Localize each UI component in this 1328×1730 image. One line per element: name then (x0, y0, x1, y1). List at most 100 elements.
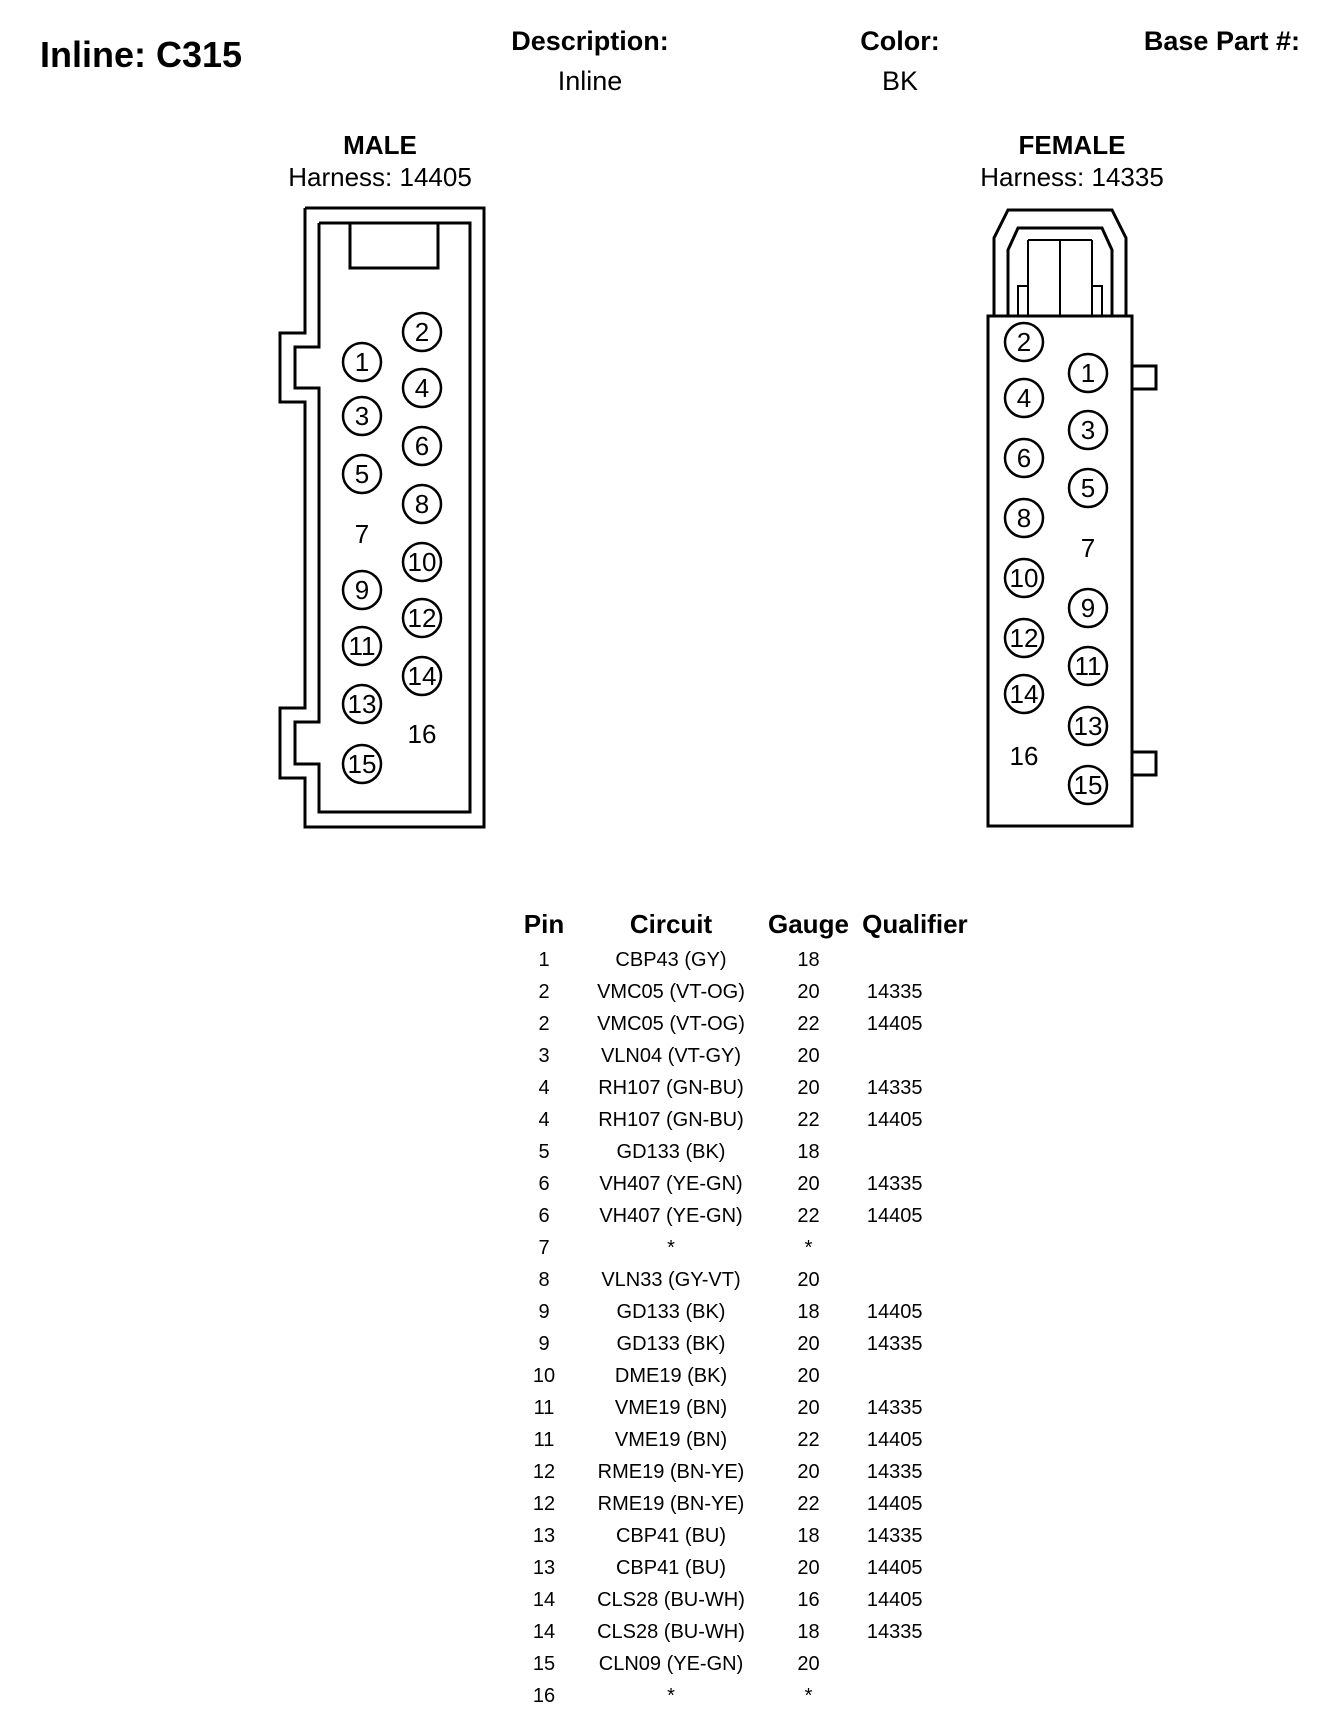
circuit-cell: DME19 (BK) (614, 1364, 728, 1387)
circuit-cell: VH407 (YE-GN) (599, 1172, 743, 1195)
male-pin-4: 4 (415, 373, 429, 403)
connector-title: Inline: C315 (40, 34, 243, 75)
table-row: 4 RH107 (GN-BU) 20 14335 (510, 1072, 977, 1104)
male-pin-15-circle (341, 743, 383, 785)
pin-cell: 8 (538, 1268, 550, 1291)
pin-cell: 14 (532, 1588, 556, 1611)
pin-header: Pin (523, 908, 565, 939)
qualifier-cell: 14335 (866, 1396, 923, 1419)
gauge-cell: 20 (797, 1044, 820, 1067)
qualifier-cell: 14405 (866, 1588, 923, 1611)
gauge-cell: 20 (797, 1172, 820, 1195)
color-value: BK (881, 66, 919, 96)
female-pin-6: 6 (1017, 443, 1031, 473)
color-label: Color: (860, 26, 940, 56)
gauge-header: Gauge (768, 908, 849, 939)
pin-cell: 11 (533, 1396, 555, 1419)
male-pin-8: 8 (415, 489, 429, 519)
female-connector-body (986, 208, 1158, 828)
male-pin-11: 11 (349, 631, 376, 661)
male-pin-16: 16 (408, 719, 437, 749)
female-pin-16: 16 (1010, 741, 1039, 771)
qualifier-cell (853, 1360, 977, 1392)
male-pin-10-circle (401, 541, 443, 583)
pin-cell: 3 (538, 1044, 550, 1067)
gauge-cell: 22 (797, 1108, 820, 1131)
circuit-cell: CLN09 (YE-GN) (598, 1652, 744, 1675)
male-pin-9-circle (341, 569, 383, 611)
gauge-cell: * (804, 1236, 813, 1259)
female-pin-11-circle (1067, 645, 1109, 687)
female-pin-9: 9 (1081, 593, 1095, 623)
male-pin-11-circle (341, 625, 383, 667)
male-pin-3-circle (341, 395, 383, 437)
female-pin-14: 14 (1010, 679, 1039, 709)
pin-cell: 14 (532, 1620, 556, 1643)
description-label: Description: (511, 26, 669, 56)
gauge-cell: 18 (797, 1620, 820, 1643)
pin-cell: 4 (538, 1076, 550, 1099)
female-pin-15: 15 (1074, 770, 1103, 800)
pin-cell: 11 (533, 1428, 555, 1451)
qualifier-cell: 14335 (866, 1076, 923, 1099)
gauge-cell: 20 (797, 1556, 820, 1579)
table-row: 6 VH407 (YE-GN) 20 14335 (510, 1168, 977, 1200)
qualifier-cell: 14405 (866, 1108, 923, 1131)
male-pin-8-circle (401, 483, 443, 525)
pin-cell: 5 (538, 1140, 550, 1163)
female-pin-6-circle (1003, 437, 1045, 479)
pin-cell: 12 (532, 1460, 556, 1483)
gauge-cell: 18 (797, 1300, 820, 1323)
female-pin-4: 4 (1017, 383, 1031, 413)
gauge-cell: 20 (797, 1076, 820, 1099)
qualifier-header: Qualifier (862, 908, 968, 939)
circuit-cell: CBP43 (GY) (615, 948, 727, 971)
qualifier-cell (853, 1232, 977, 1264)
circuit-cell: VMC05 (VT-OG) (597, 980, 745, 1003)
pin-cell: 6 (538, 1172, 550, 1195)
gauge-cell: 22 (797, 1492, 820, 1515)
female-title: FEMALE (1018, 130, 1126, 160)
pin-cell: 13 (532, 1556, 556, 1579)
female-pin-9-circle (1067, 587, 1109, 629)
circuit-cell: CLS28 (BU-WH) (597, 1588, 745, 1611)
male-pin-13-circle (341, 683, 383, 725)
qualifier-cell: 14335 (866, 1172, 923, 1195)
male-pin-2: 2 (415, 317, 429, 347)
pin-cell: 9 (538, 1300, 550, 1323)
gauge-cell: 18 (797, 948, 820, 971)
female-pin-8: 8 (1017, 503, 1031, 533)
circuit-cell: CBP41 (BU) (615, 1524, 727, 1547)
female-pin-15-circle (1067, 764, 1109, 806)
circuit-cell: VLN33 (GY-VT) (601, 1268, 741, 1291)
gauge-cell: 22 (797, 1204, 820, 1227)
qualifier-cell: 14405 (866, 1556, 923, 1579)
female-pin-12-circle (1003, 617, 1045, 659)
qualifier-cell: 14335 (866, 1620, 923, 1643)
circuit-cell: VMC05 (VT-OG) (597, 1012, 745, 1035)
circuit-cell: VME19 (BN) (614, 1396, 728, 1419)
gauge-cell: 22 (797, 1012, 820, 1035)
circuit-cell: VH407 (YE-GN) (599, 1204, 743, 1227)
circuit-cell: RH107 (GN-BU) (598, 1076, 744, 1099)
male-title: MALE (343, 130, 417, 160)
qualifier-cell (853, 1648, 977, 1680)
circuit-cell: CLS28 (BU-WH) (597, 1620, 745, 1643)
circuit-cell: RME19 (BN-YE) (597, 1492, 745, 1515)
qualifier-cell (853, 1040, 977, 1072)
male-pin-13: 13 (348, 689, 377, 719)
female-pin-5: 5 (1081, 473, 1095, 503)
gauge-cell: 16 (797, 1588, 820, 1611)
female-pin-14-circle (1003, 673, 1045, 715)
male-pin-2-circle (401, 311, 443, 353)
description-value: Inline (557, 66, 623, 96)
